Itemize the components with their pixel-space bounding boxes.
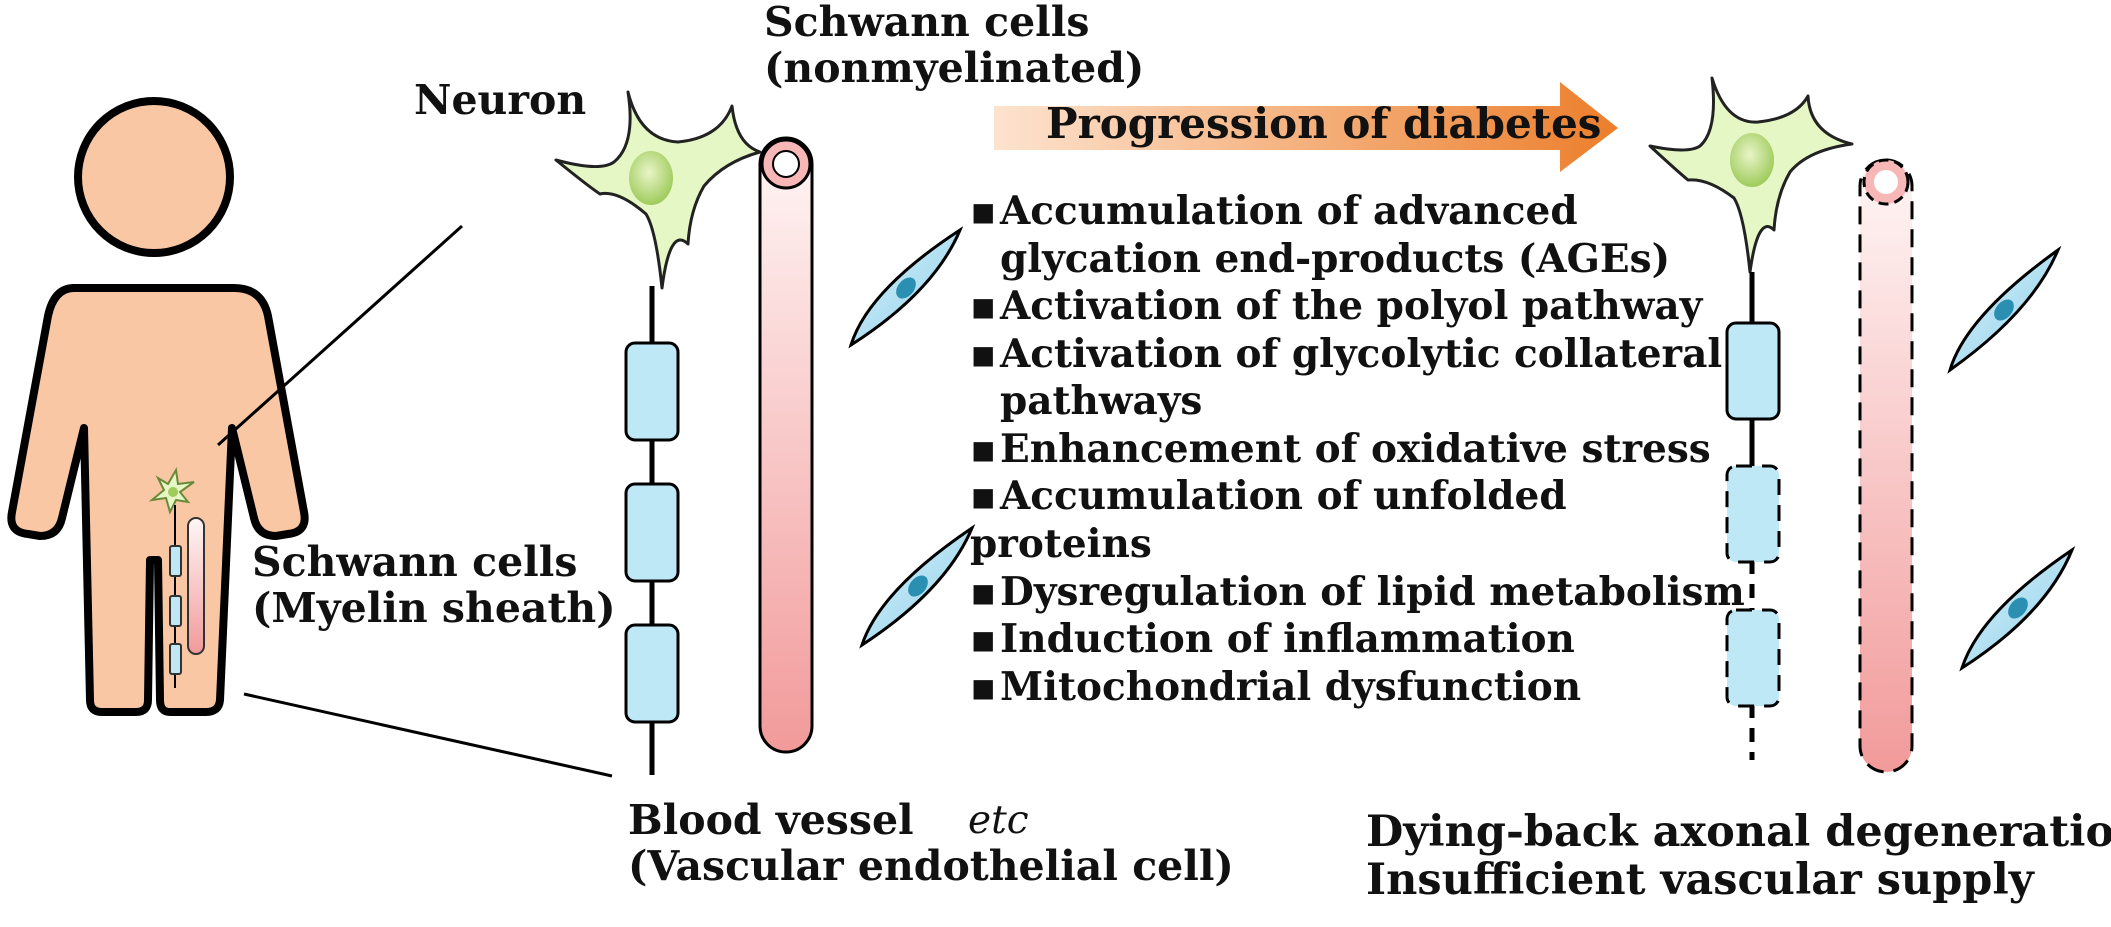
mechanism-item: ▪Enhancement of oxidative stress: [970, 426, 1745, 474]
mini-vessel: [187, 517, 205, 655]
mechanism-text: Dysregulation of lipid metabolism: [1000, 568, 1745, 615]
healthy-neuron: [554, 90, 762, 775]
schwann-nonmyelinated-cell: [859, 523, 976, 649]
human-figure: [7, 97, 613, 778]
mechanism-bullet: ▪: [970, 283, 997, 330]
degenerated-vessel: [1858, 158, 1914, 774]
neuron-nucleus: [629, 151, 673, 205]
mechanism-text: pathways: [1000, 378, 1203, 425]
blood-vessel-label-line2: (Vascular endothelial cell): [628, 841, 1234, 890]
zoom-line-lower: [243, 692, 613, 778]
schwann-nonmyelinated-cell: [1959, 546, 2076, 672]
mechanism-text: proteins: [970, 521, 1152, 568]
mechanism-bullet: ▪: [970, 188, 997, 234]
degenerated-neuron: [1648, 76, 1854, 760]
mechanism-bullet: ▪: [970, 663, 997, 710]
mini-schwann: [169, 643, 182, 675]
mechanism-item: ▪Induction of inflammation: [970, 616, 1745, 664]
progression-label: Progression of diabetes: [1046, 99, 1602, 148]
human-head: [74, 97, 234, 257]
schwann-cell-degenerating: [1725, 464, 1781, 564]
schwann-nonmyelinated-cell: [848, 226, 964, 349]
schwann-cell: [624, 341, 680, 442]
mechanism-text: Activation of the polyol pathway: [1000, 283, 1703, 330]
mechanism-text: Mitochondrial dysfunction: [1000, 663, 1582, 710]
mechanism-item: ▪Mitochondrial dysfunction: [970, 664, 1745, 712]
zoom-line-upper: [216, 224, 464, 447]
schwann-nonmyelinated-label: Schwann cells (nonmyelinated): [764, 0, 1144, 92]
outcome-label-line2: Insufficient vascular supply: [1366, 855, 2034, 906]
mechanism-bullet: ▪: [970, 616, 997, 663]
schwann-cell: [624, 482, 680, 583]
outcome-label-line1: Dying-back axonal degeneration: [1366, 807, 2111, 857]
progression-arrow: [994, 82, 1618, 172]
mechanism-bullet: ▪: [970, 568, 997, 615]
mechanism-text: glycation end-products (AGEs): [1000, 235, 1671, 282]
mechanism-item: ▪Activation of the polyol pathway: [970, 283, 1745, 331]
mechanism-bullet: ▪: [970, 330, 997, 377]
blood-vessel-label: Blood vessel (Vascular endothelial cell): [628, 796, 1234, 890]
schwann-myelin-label-line2: (Myelin sheath): [252, 583, 616, 632]
schwann-myelin-label: Schwann cells (Myelin sheath): [252, 538, 616, 632]
schwann-nonmyelinated-cell: [1947, 245, 2062, 374]
schwann-cell: [1725, 321, 1781, 421]
mechanism-text: Induction of inflammation: [1000, 616, 1575, 663]
outcome-label: Dying-back axonal degeneration Insuffici…: [1366, 808, 2111, 904]
mini-schwann: [169, 595, 182, 627]
schwann-myelin-label-line1: Schwann cells: [252, 538, 578, 586]
mechanism-text: Accumulation of unfolded: [1000, 473, 1567, 520]
schwann-cell: [624, 623, 680, 724]
neuron-label: Neuron: [414, 76, 587, 124]
mechanism-item: ▪Dysregulation of lipid metabolism: [970, 569, 1745, 617]
schwann-nonmyelinated-label-line1: Schwann cells: [764, 0, 1090, 46]
mechanism-bullet: ▪: [970, 425, 997, 472]
schwann-cell-degenerating: [1725, 608, 1781, 708]
blood-vessel-label-line1: Blood vessel: [628, 796, 914, 844]
mechanism-text: Enhancement of oxidative stress: [1000, 425, 1711, 472]
mechanism-text: Accumulation of advanced: [1000, 188, 1578, 234]
etc-label: etc: [968, 798, 1029, 843]
mini-schwann: [169, 545, 182, 577]
mechanism-bullet: ▪: [970, 473, 997, 520]
healthy-vessel: [758, 136, 814, 754]
mechanism-text: Activation of glycolytic collateral: [1000, 330, 1723, 377]
schwann-nonmyelinated-label-line2: (nonmyelinated): [764, 43, 1145, 92]
